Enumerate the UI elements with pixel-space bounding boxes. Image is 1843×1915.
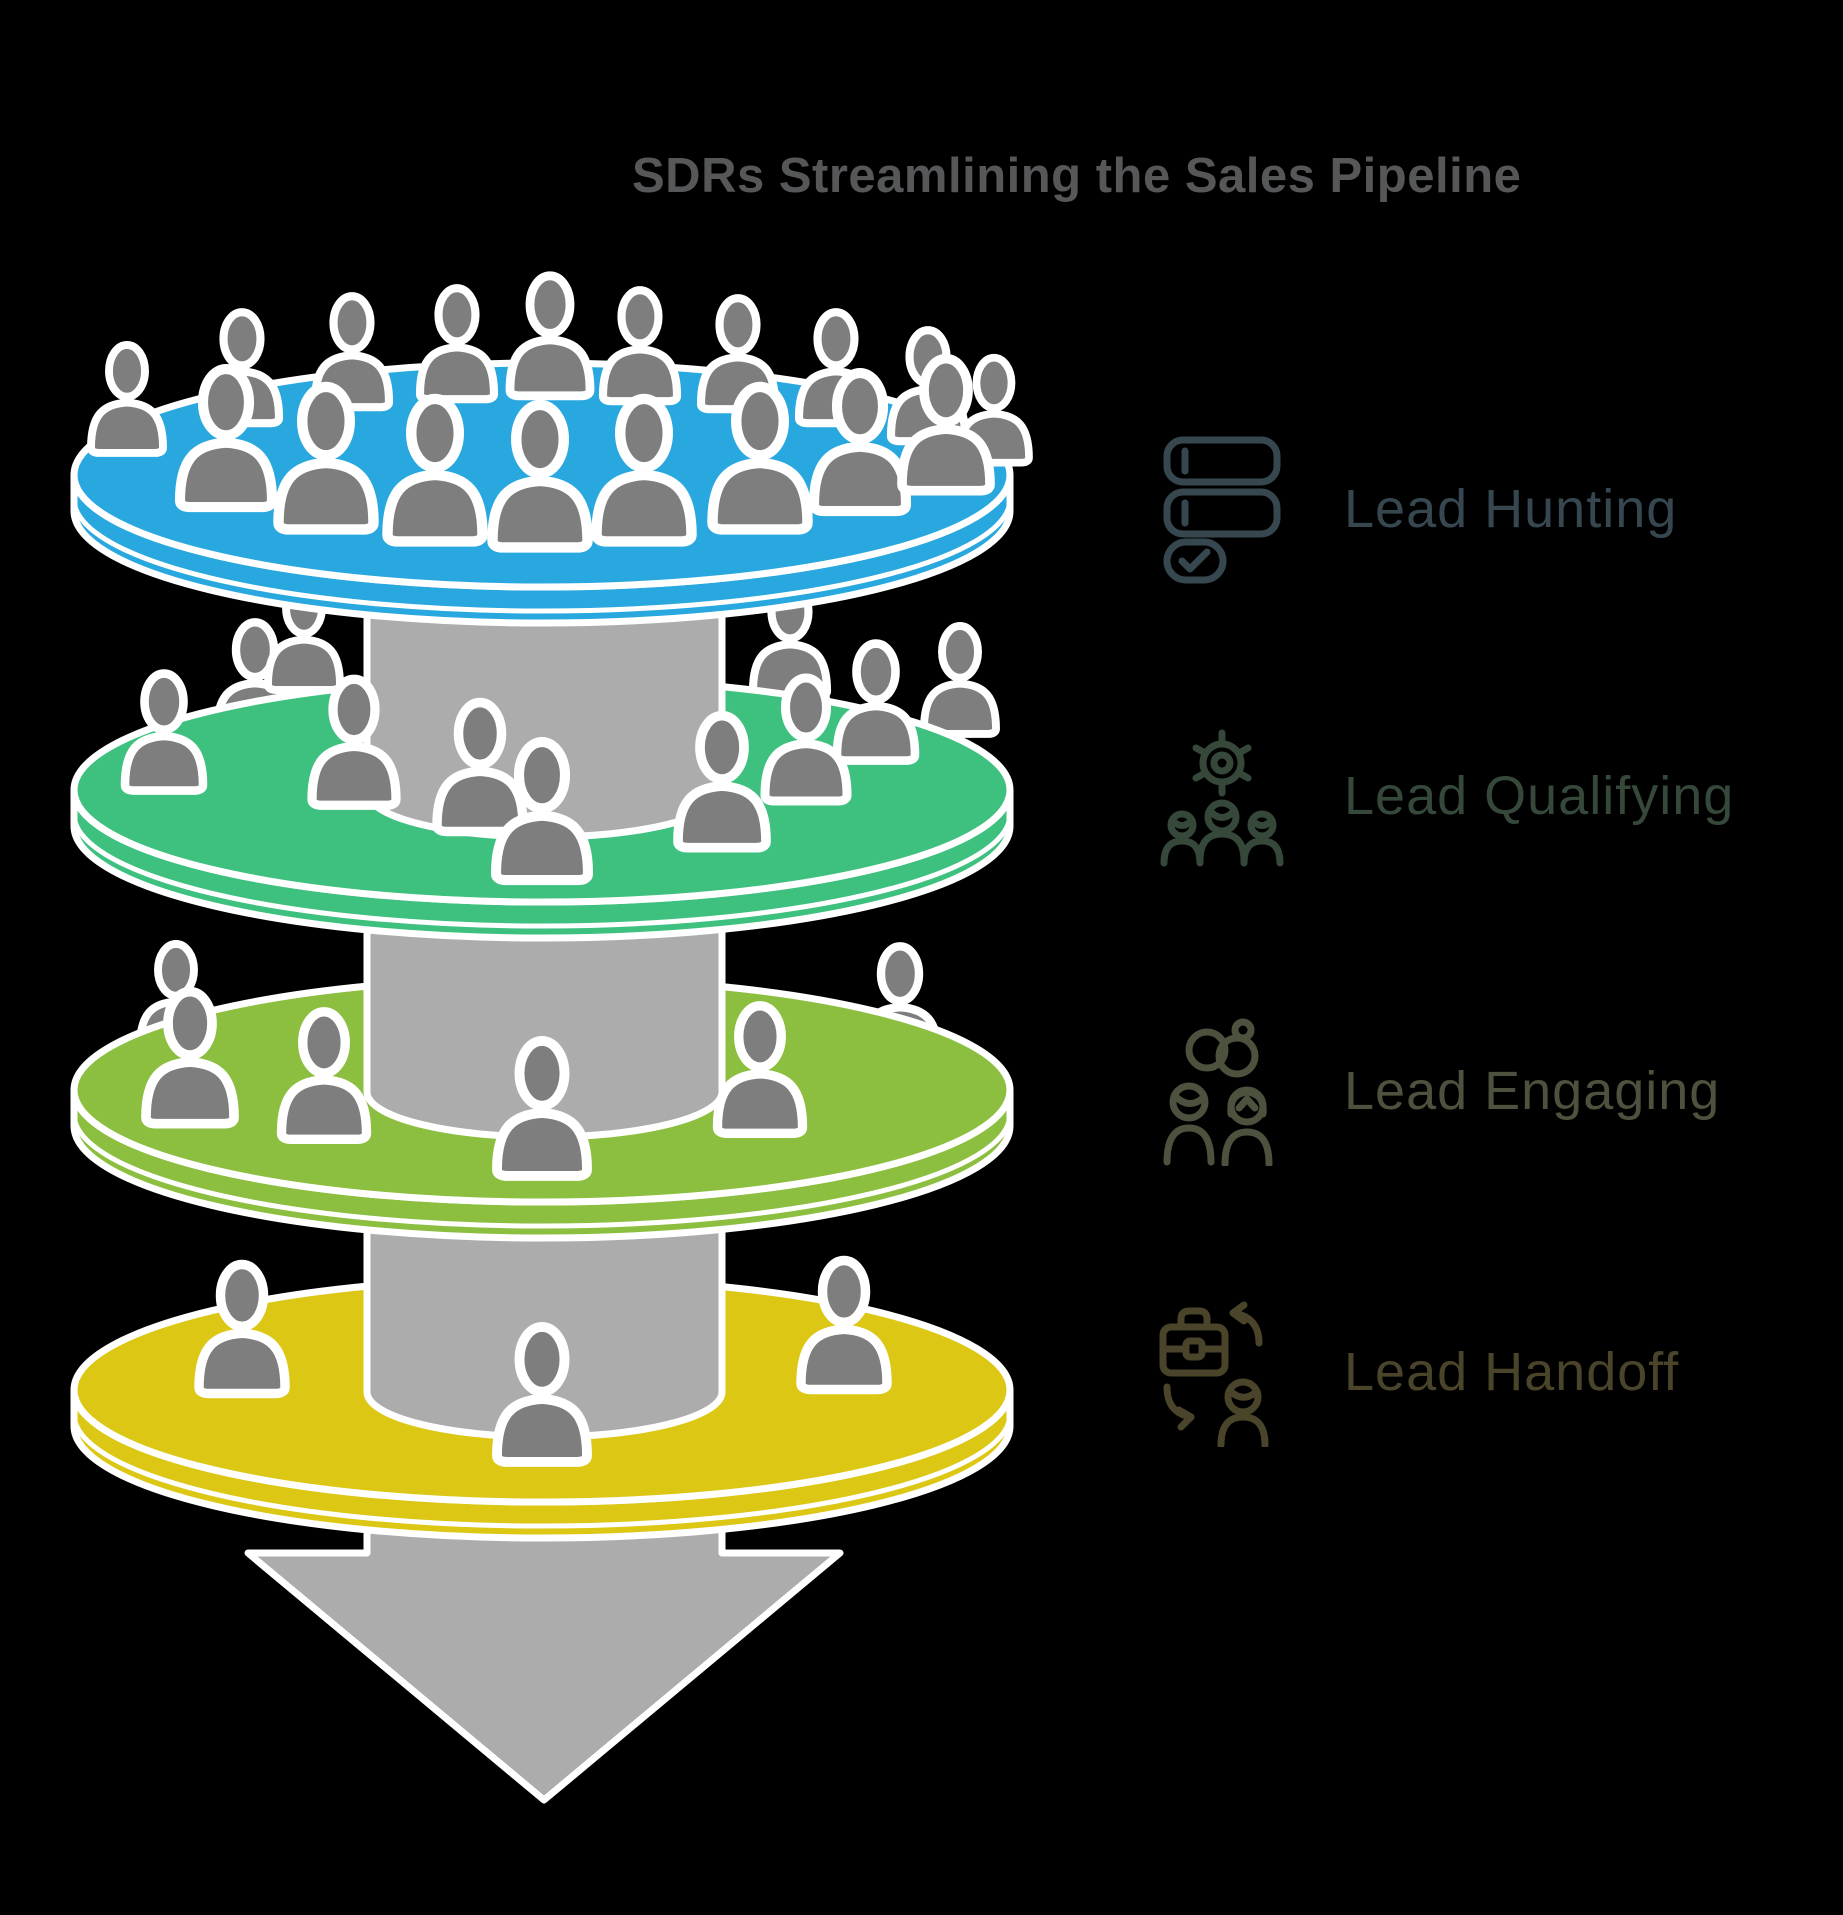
person-icon [832, 639, 920, 765]
person-icon [487, 399, 593, 553]
server-check-icon [1163, 436, 1281, 584]
person-icon [808, 368, 912, 517]
person-icon [432, 697, 528, 837]
person-icon [505, 271, 595, 401]
legend-item-lead-qualifying: Lead Qualifying [1155, 721, 1734, 871]
person-icon [276, 1007, 372, 1145]
legend-label: Lead Engaging [1344, 1061, 1721, 1121]
person-icon [382, 393, 488, 547]
person-icon [707, 381, 813, 535]
person-icon [673, 710, 771, 853]
person-icon [120, 669, 208, 795]
person-icon [415, 284, 499, 404]
gear-team-icon [1160, 729, 1284, 867]
person-icon [174, 364, 278, 513]
person-icon [490, 737, 594, 886]
person-icon [492, 1035, 592, 1181]
linked-people-icon [1163, 1018, 1273, 1166]
person-icon [141, 986, 239, 1129]
legend-label: Lead Hunting [1344, 479, 1678, 539]
person-icon [760, 673, 852, 806]
person-icon [920, 621, 1000, 738]
person-icon [307, 674, 401, 810]
person-icon [897, 353, 995, 496]
legend-item-lead-hunting: Lead Hunting [1155, 434, 1677, 584]
legend-label: Lead Qualifying [1344, 766, 1735, 826]
person-icon [87, 340, 167, 457]
person-icon [273, 381, 379, 535]
page-title: SDRs Streamlining the Sales Pipeline [632, 149, 1522, 203]
person-icon [796, 1255, 892, 1395]
legend-item-lead-engaging: Lead Engaging [1155, 1016, 1720, 1166]
person-icon [194, 1259, 290, 1399]
legend-label: Lead Handoff [1344, 1342, 1680, 1402]
person-icon [492, 1321, 592, 1467]
person-icon [591, 393, 697, 547]
person-icon [712, 1001, 808, 1139]
person-icon [598, 286, 682, 406]
briefcase-handoff-icon [1159, 1301, 1269, 1447]
legend-item-lead-handoff: Lead Handoff [1155, 1297, 1679, 1447]
